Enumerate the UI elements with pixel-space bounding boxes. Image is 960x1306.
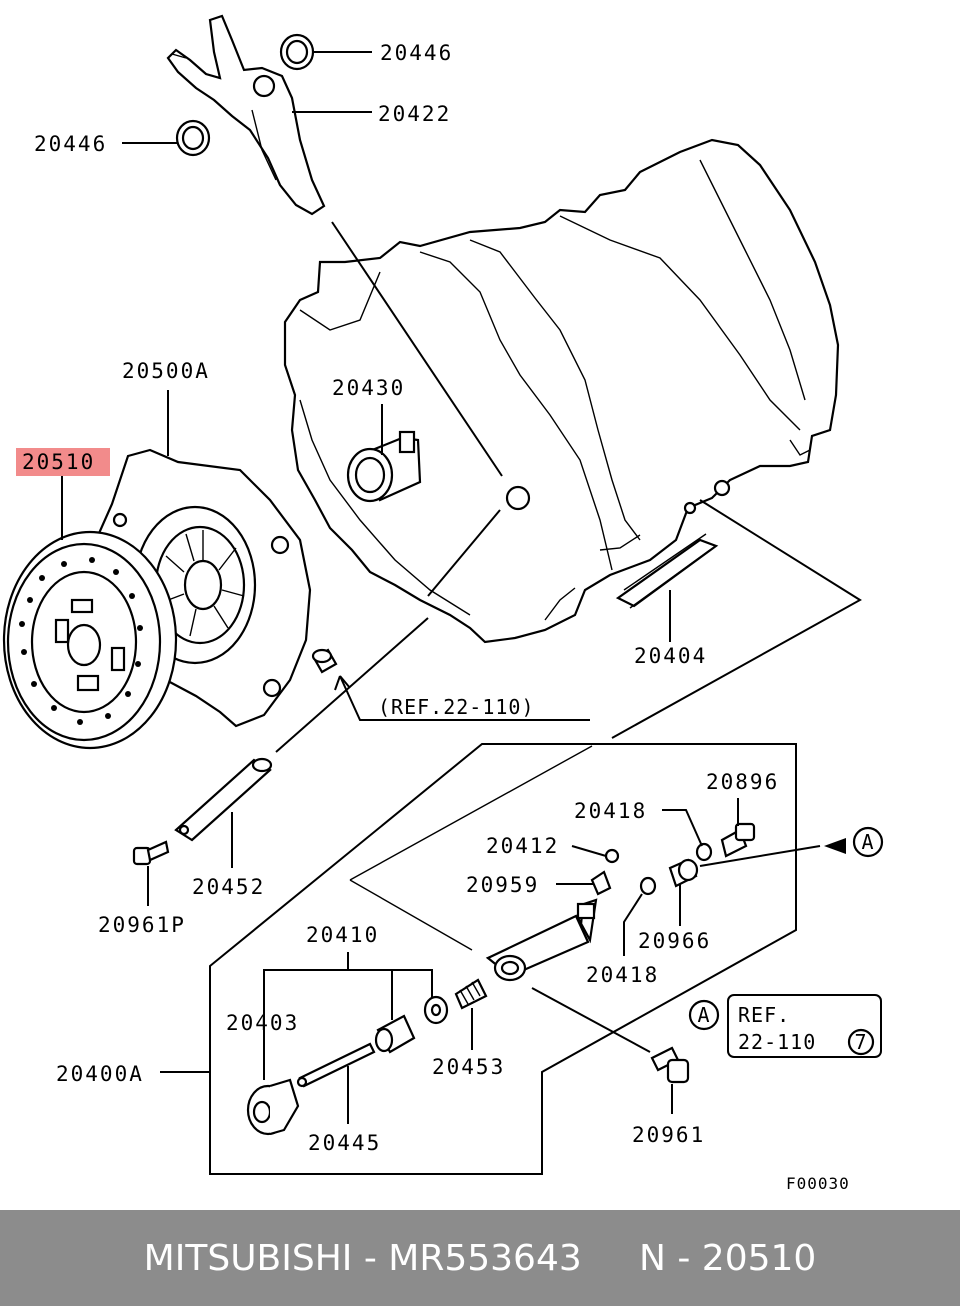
label-20446-left: 20446	[34, 132, 107, 156]
label-20418-bottom: 20418	[586, 963, 659, 987]
label-20961p: 20961P	[98, 913, 186, 937]
ref-box-num: 7	[854, 1030, 867, 1054]
label-20404: 20404	[634, 644, 707, 668]
cap-20412	[604, 848, 620, 864]
parts-diagram: A A REF. 22-110 7 20446 20422 20446 2050…	[2, 14, 884, 1193]
label-20412: 20412	[486, 834, 559, 858]
inset-box-inner	[349, 745, 593, 951]
spring-20453	[454, 978, 488, 1010]
label-20966: 20966	[638, 929, 711, 953]
slave-cylinder	[485, 898, 598, 982]
label-20453: 20453	[432, 1055, 505, 1079]
bolt-20961	[650, 1046, 690, 1084]
gasket-20418-top	[695, 842, 713, 862]
svg-text:A: A	[861, 830, 874, 854]
seal-20446-top	[279, 33, 315, 71]
transmission-housing	[283, 138, 840, 644]
highlight-20510	[16, 448, 110, 476]
svg-text:A: A	[697, 1003, 710, 1027]
gasket-20418-bottom	[639, 876, 657, 896]
pivot-pin	[311, 648, 338, 674]
label-20961: 20961	[632, 1123, 705, 1147]
bleeder-20959	[590, 870, 612, 896]
callout-a-ref: A	[688, 999, 720, 1031]
leader-lines	[61, 51, 862, 1124]
footer-caption: MITSUBISHI - MR553643 N - 20510	[143, 1237, 817, 1279]
washer	[423, 995, 449, 1025]
arrow-to-A	[824, 838, 846, 854]
fitting-20966	[668, 858, 699, 888]
callout-a-right: A	[852, 826, 884, 858]
union-bolt-20896	[720, 822, 756, 858]
clutch-disc	[2, 530, 178, 750]
release-fork	[166, 14, 326, 216]
release-bearing	[346, 430, 422, 503]
part-labels: 20446 20422 20446 20500A 20510 20430 204…	[22, 41, 850, 1193]
label-20418-top: 20418	[574, 799, 647, 823]
label-20445: 20445	[308, 1131, 381, 1155]
ref-box: REF. 22-110 7	[727, 994, 882, 1058]
ref-box-line2: 22-110	[738, 1030, 816, 1054]
ref-box-line1: REF.	[738, 1003, 790, 1027]
label-20896: 20896	[706, 770, 779, 794]
push-rod-20445	[296, 1042, 376, 1088]
label-20403: 20403	[226, 1011, 299, 1035]
label-20446-top: 20446	[380, 41, 453, 65]
shaft-20452	[174, 757, 273, 842]
label-20452: 20452	[192, 875, 265, 899]
spring-clip-20404	[615, 533, 719, 609]
label-20400a: 20400A	[56, 1062, 144, 1086]
label-20500a: 20500A	[122, 359, 210, 383]
label-20510: 20510	[22, 450, 95, 474]
seal-20446-left	[175, 119, 211, 157]
ref-22-110-top: (REF.22-110)	[378, 695, 535, 719]
figure-code: F00030	[786, 1174, 850, 1193]
label-20410: 20410	[306, 923, 379, 947]
bolt-20961p	[132, 840, 170, 866]
footer-bar: MITSUBISHI - MR553643 N - 20510	[0, 1210, 960, 1306]
label-20959: 20959	[466, 873, 539, 897]
label-20422: 20422	[378, 102, 451, 126]
label-20430: 20430	[332, 376, 405, 400]
cup-20403	[246, 1078, 300, 1136]
piston	[374, 1014, 416, 1054]
inset-box	[209, 743, 797, 1175]
